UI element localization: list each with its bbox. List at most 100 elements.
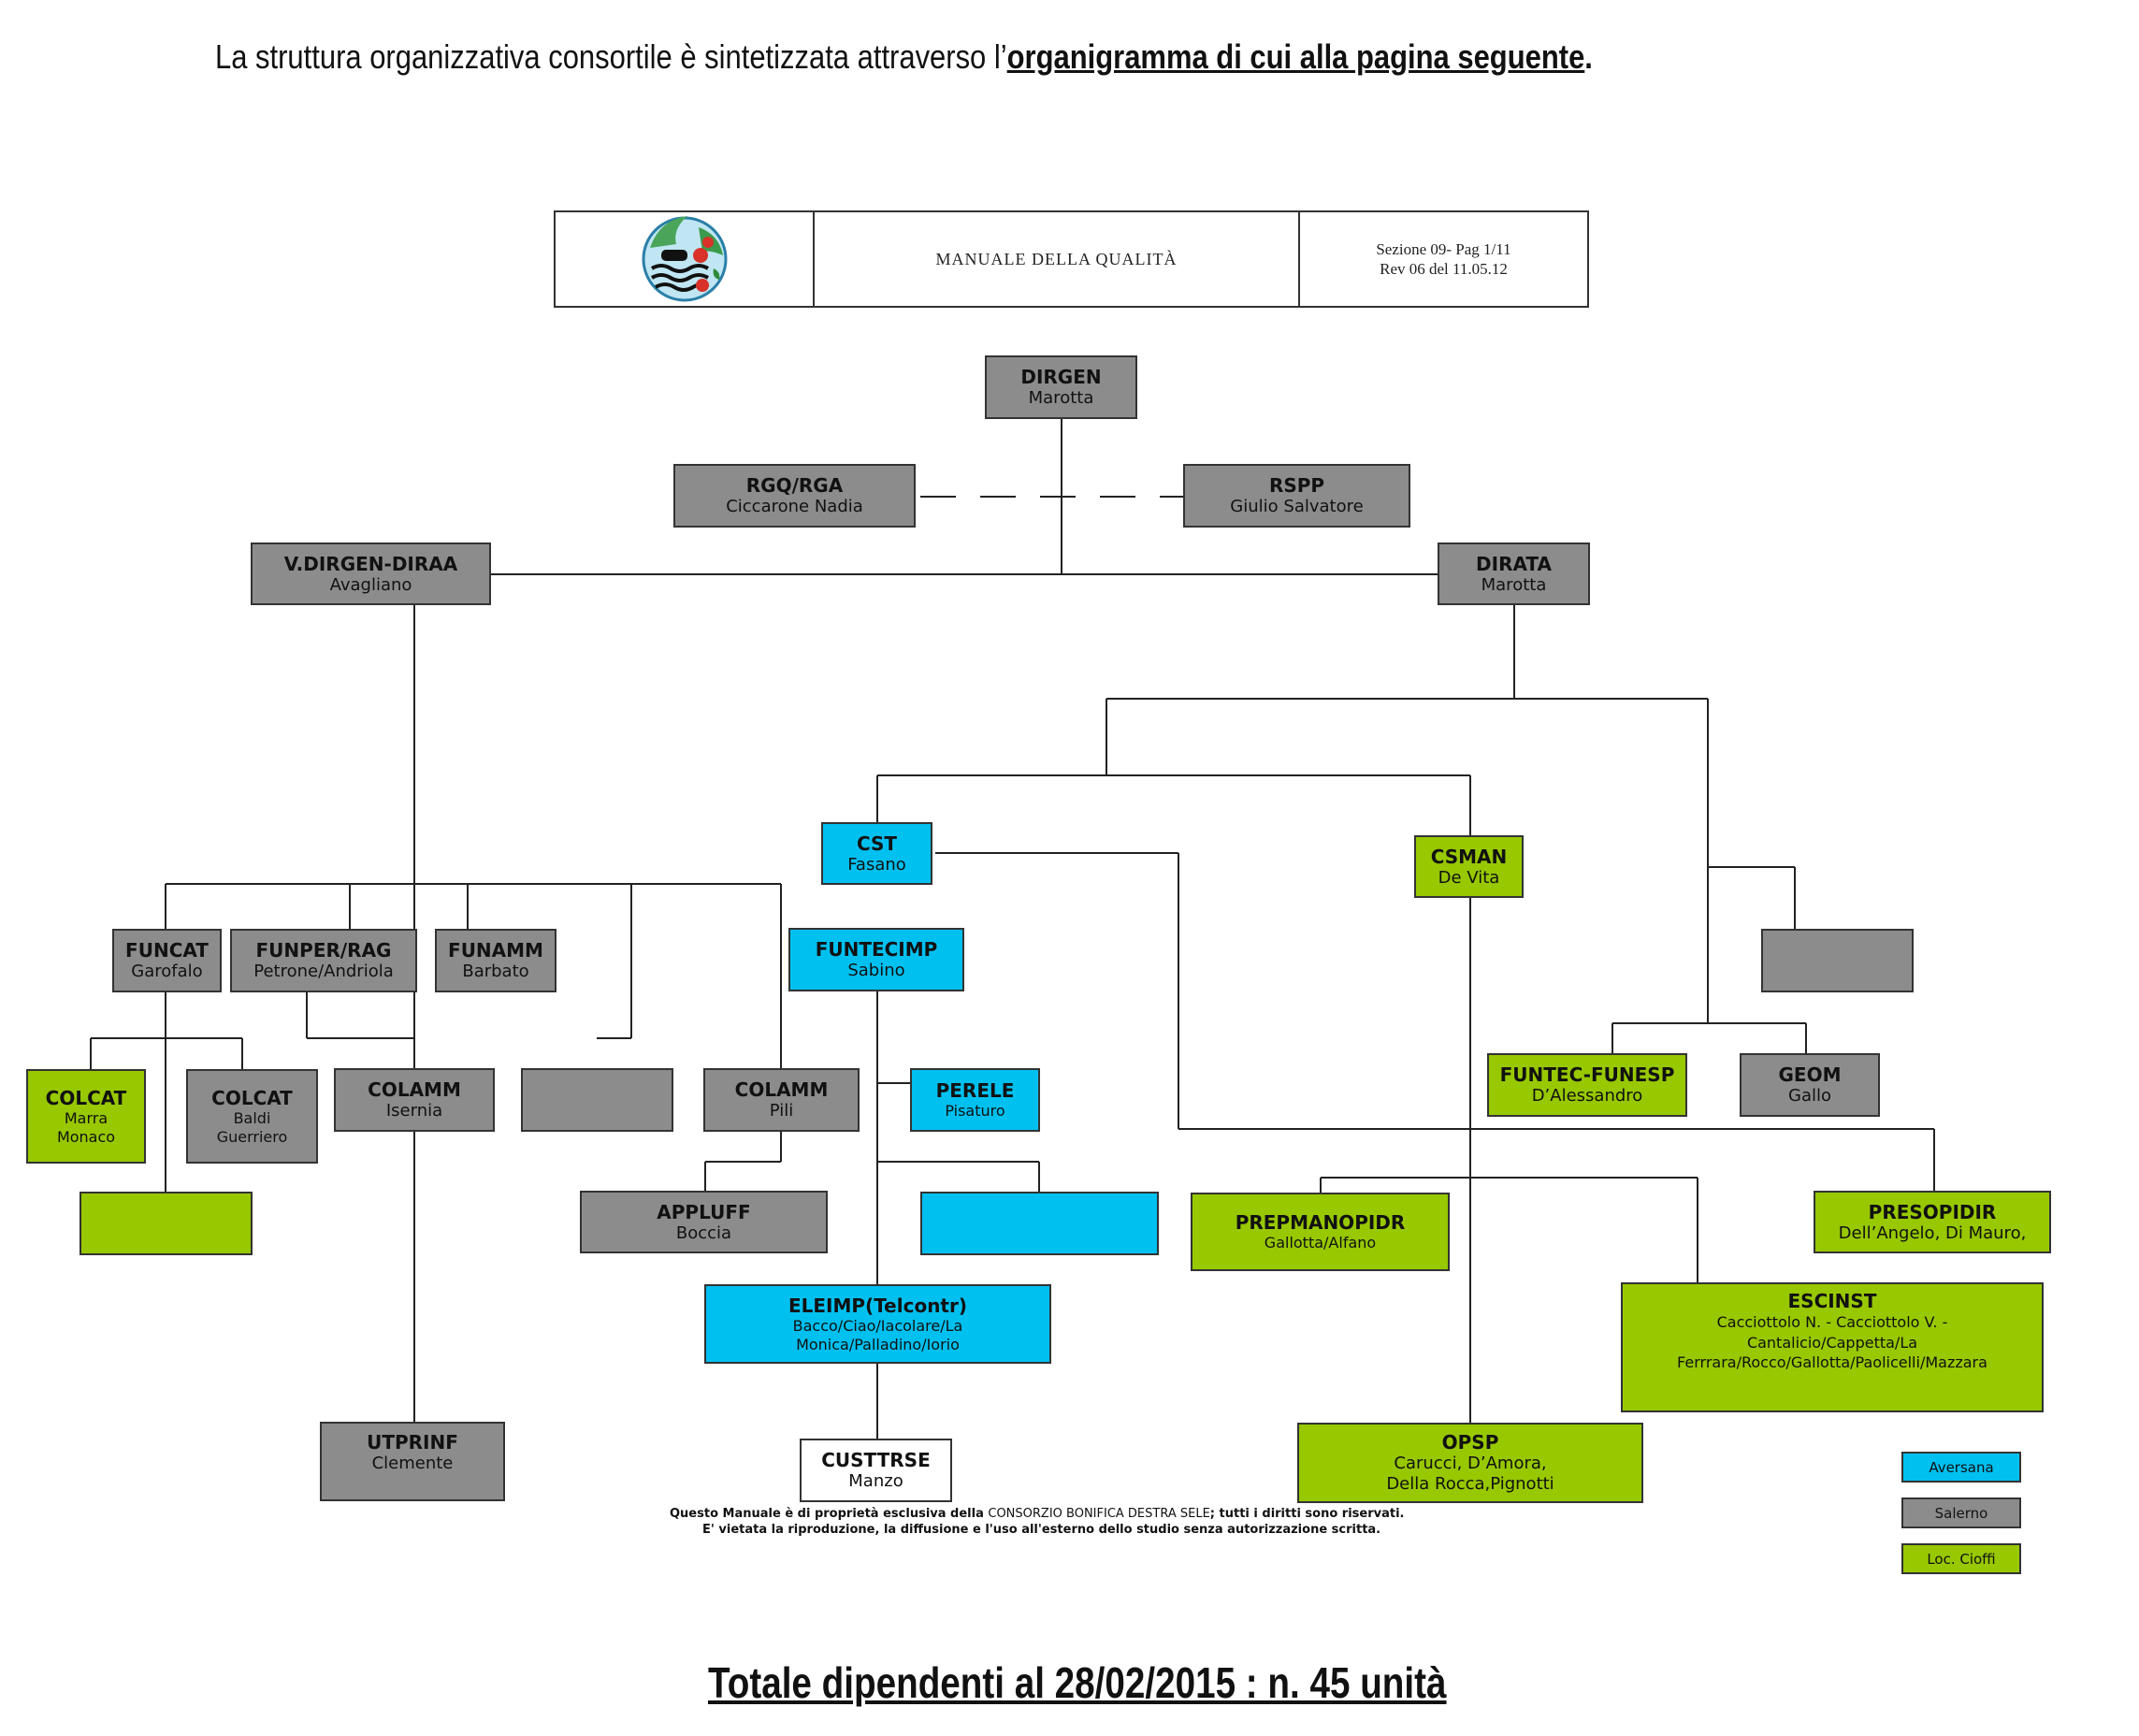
node-name: Gallo [1788, 1086, 1831, 1107]
node-name: Carucci, D’Amora, Della Rocca,Pignotti [1386, 1454, 1554, 1494]
intro-text: La struttura organizzativa consortile è … [215, 37, 1007, 76]
node-code: PREPMANOPIDR [1235, 1211, 1406, 1235]
node-name: Pili [769, 1101, 794, 1121]
node-name: Garofalo [131, 962, 203, 982]
manual-title: MANUALE DELLA QUALITÀ [815, 212, 1300, 306]
consorzio-logo [642, 216, 727, 302]
node-name: Dell’Angelo, Di Mauro, [1838, 1222, 2027, 1243]
node-name: Ciccarone Nadia [726, 497, 863, 517]
node-code: DIRGEN [1020, 366, 1102, 389]
node-code: FUNTEC-FUNESP [1499, 1063, 1675, 1087]
org-node-empty-middle [521, 1068, 673, 1132]
node-name: Manzo [848, 1471, 903, 1492]
node-name: Giulio Salvatore [1230, 497, 1364, 517]
node-name: Baldi Guerriero [216, 1109, 288, 1146]
node-code: COLAMM [734, 1078, 829, 1102]
manual-reference: Sezione 09- Pag 1/11 Rev 06 del 11.05.12 [1300, 212, 1587, 306]
node-name: De Vita [1438, 867, 1500, 888]
org-node-empty-blue [920, 1192, 1159, 1255]
node-name: Bacco/Ciao/Iacolare/La Monica/Palladino/… [792, 1317, 963, 1353]
copyright-note: Questo Manuale è di proprietà esclusiva … [670, 1506, 1405, 1538]
node-name: D’Alessandro [1531, 1086, 1643, 1107]
org-node-empty-left-green [79, 1192, 253, 1255]
node-code: UTPRINF [367, 1431, 458, 1454]
node-code: CST [856, 832, 898, 855]
node-code: CUSTTRSE [821, 1449, 931, 1472]
revision-ref: Rev 06 del 11.05.12 [1380, 260, 1508, 278]
legend-salerno: Salerno [1901, 1497, 2021, 1528]
node-code: FUNCAT [125, 939, 209, 962]
node-code: COLCAT [211, 1087, 293, 1110]
node-name: Boccia [675, 1222, 732, 1243]
node-name: Pisaturo [945, 1102, 1005, 1121]
node-name: Clemente [371, 1454, 454, 1473]
node-code: RGQ/RGA [745, 474, 844, 498]
manual-header: MANUALE DELLA QUALITÀ Sezione 09- Pag 1/… [554, 210, 1589, 308]
node-name: Marotta [1481, 574, 1547, 595]
intro-link-text: organigramma di cui alla pagina seguente [1006, 37, 1585, 76]
legend-aversana: Aversana [1901, 1452, 2021, 1483]
node-code: GEOM [1778, 1063, 1842, 1087]
node-code: V.DIRGEN-DIRAA [283, 552, 458, 575]
node-name: Petrone/Andriola [253, 962, 394, 982]
note-bold-b: ; tutti i diritti sono riservati. [1209, 1507, 1405, 1521]
node-code: FUNPER/RAG [255, 939, 392, 962]
node-code: COLCAT [45, 1087, 127, 1110]
legend-loc-cioffi: Loc. Cioffi [1901, 1543, 2021, 1574]
node-code: CSMAN [1430, 845, 1508, 868]
node-code: OPSP [1441, 1431, 1499, 1454]
section-ref: Sezione 09- Pag 1/11 [1376, 240, 1511, 258]
node-code: RSPP [1268, 474, 1325, 498]
org-node-empty-right [1761, 929, 1914, 992]
node-code: FUNTECIMP [815, 938, 938, 962]
org-node-eleimp: ELEIMP(Telcontr)Bacco/Ciao/Iacolare/La M… [704, 1284, 1051, 1364]
node-name: Marotta [1028, 388, 1094, 409]
node-name: Marra Monaco [56, 1109, 116, 1146]
total-employees: Totale dipendenti al 28/02/2015 : n. 45 … [708, 1658, 1447, 1707]
node-code: FUNAMM [448, 939, 543, 962]
node-code: PRESOPIDIR [1868, 1200, 1997, 1223]
logo-cell [556, 212, 815, 306]
node-name: Avagliano [329, 574, 412, 595]
node-code: PERELE [935, 1079, 1015, 1103]
node-name: Cacciottolo N. - Cacciottolo V. - Cantal… [1677, 1313, 1987, 1372]
note-bold-a: Questo Manuale è di proprietà esclusiva … [670, 1507, 989, 1521]
node-name: Sabino [847, 961, 905, 981]
node-code: COLAMM [368, 1078, 461, 1102]
note-line-1: Questo Manuale è di proprietà esclusiva … [670, 1506, 1405, 1522]
node-code: APPLUFF [657, 1200, 751, 1223]
note-consorzio: CONSORZIO BONIFICA DESTRA SELE [988, 1507, 1210, 1521]
node-name: Fasano [847, 854, 906, 875]
intro-end: . [1584, 37, 1593, 76]
node-code: ESCINST [1787, 1290, 1877, 1312]
node-name: Barbato [462, 962, 529, 982]
node-code: ELEIMP(Telcontr) [788, 1295, 967, 1318]
node-name: Gallotta/Alfano [1264, 1234, 1377, 1252]
